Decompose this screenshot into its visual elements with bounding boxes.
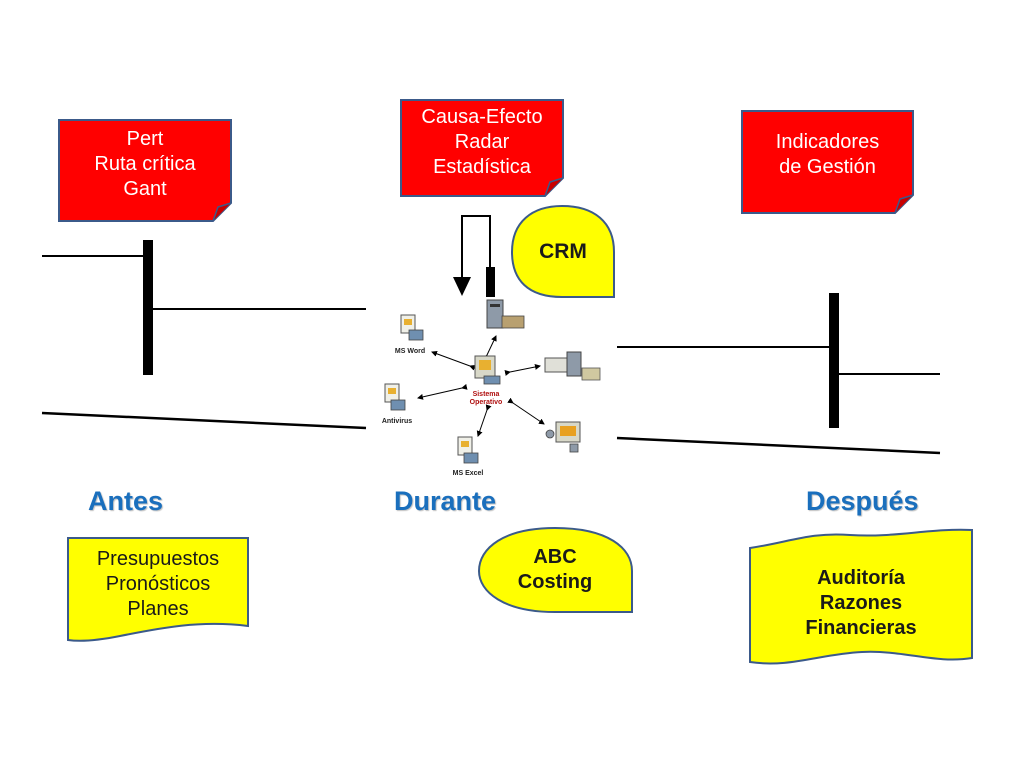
right-milestone-bar bbox=[829, 293, 839, 428]
auditoria-line-1: Auditoría bbox=[817, 566, 905, 589]
pert-line-1: Pert bbox=[126, 127, 164, 150]
left-milestone-bar bbox=[143, 240, 153, 375]
indicadores-note-text: Indicadores de Gestión bbox=[742, 114, 913, 196]
antivirus-icon bbox=[384, 383, 406, 411]
abc-callout bbox=[477, 526, 633, 613]
pert-line-3: Gant bbox=[123, 177, 167, 200]
ms-word-label: MS Word bbox=[394, 348, 426, 355]
presupuestos-text: Presupuestos Pronósticos Planes bbox=[68, 538, 248, 630]
auditoria-line-3: Financieras bbox=[805, 616, 917, 639]
pert-note bbox=[58, 119, 232, 222]
presupuestos-line-1: Presupuestos bbox=[96, 547, 220, 570]
left-lower-line bbox=[41, 411, 367, 430]
ms-word-icon bbox=[400, 314, 424, 341]
abc-text: ABC Costing bbox=[486, 538, 624, 602]
pert-line-2: Ruta crítica bbox=[94, 152, 196, 175]
presupuestos-line-3: Planes bbox=[127, 597, 189, 620]
workstation-icon bbox=[545, 421, 581, 453]
os-computer-icon bbox=[474, 355, 501, 385]
right-lower-line bbox=[616, 436, 941, 455]
crm-text: CRM bbox=[539, 239, 587, 263]
presupuestos-document bbox=[67, 537, 249, 642]
pert-note-text: Pert Ruta crítica Gant bbox=[59, 120, 231, 208]
causa-note bbox=[400, 99, 564, 197]
phase-antes: Antes bbox=[88, 486, 164, 516]
abc-line-2: Costing bbox=[517, 571, 593, 593]
feedback-arrow-head bbox=[453, 277, 471, 296]
indicadores-note bbox=[741, 110, 914, 214]
indicadores-line-1: Indicadores bbox=[775, 131, 880, 153]
phase-despues: Después bbox=[806, 486, 919, 516]
causa-line-3: Estadística bbox=[433, 155, 531, 178]
printer-icon bbox=[544, 351, 601, 381]
server-icon bbox=[486, 299, 525, 329]
auditoria-text: Auditoría Razones Financieras bbox=[750, 554, 972, 652]
presupuestos-line-2: Pronósticos bbox=[105, 572, 211, 595]
os-label: Sistema Operativo bbox=[456, 391, 516, 406]
feedback-arrow-line bbox=[461, 215, 491, 278]
causa-line-1: Causa-Efecto bbox=[421, 105, 543, 128]
os-label-line-2: Operativo bbox=[469, 398, 503, 406]
antivirus-label: Antivirus bbox=[381, 418, 413, 425]
phase-durante: Durante bbox=[394, 486, 497, 516]
auditoria-line-2: Razones bbox=[819, 591, 903, 614]
network-arrows bbox=[417, 335, 545, 437]
auditoria-document bbox=[749, 528, 973, 665]
abc-line-1: ABC bbox=[533, 546, 577, 568]
causa-note-text: Causa-Efecto Radar Estadística bbox=[401, 96, 563, 188]
causa-line-2: Radar bbox=[454, 130, 510, 153]
ms-excel-icon bbox=[457, 436, 479, 464]
ms-excel-label: MS Excel bbox=[452, 470, 484, 477]
os-label-line-1: Sistema bbox=[472, 391, 500, 398]
feedback-bar bbox=[486, 267, 495, 297]
indicadores-line-2: de Gestión bbox=[779, 156, 876, 178]
crm-callout bbox=[510, 204, 615, 298]
